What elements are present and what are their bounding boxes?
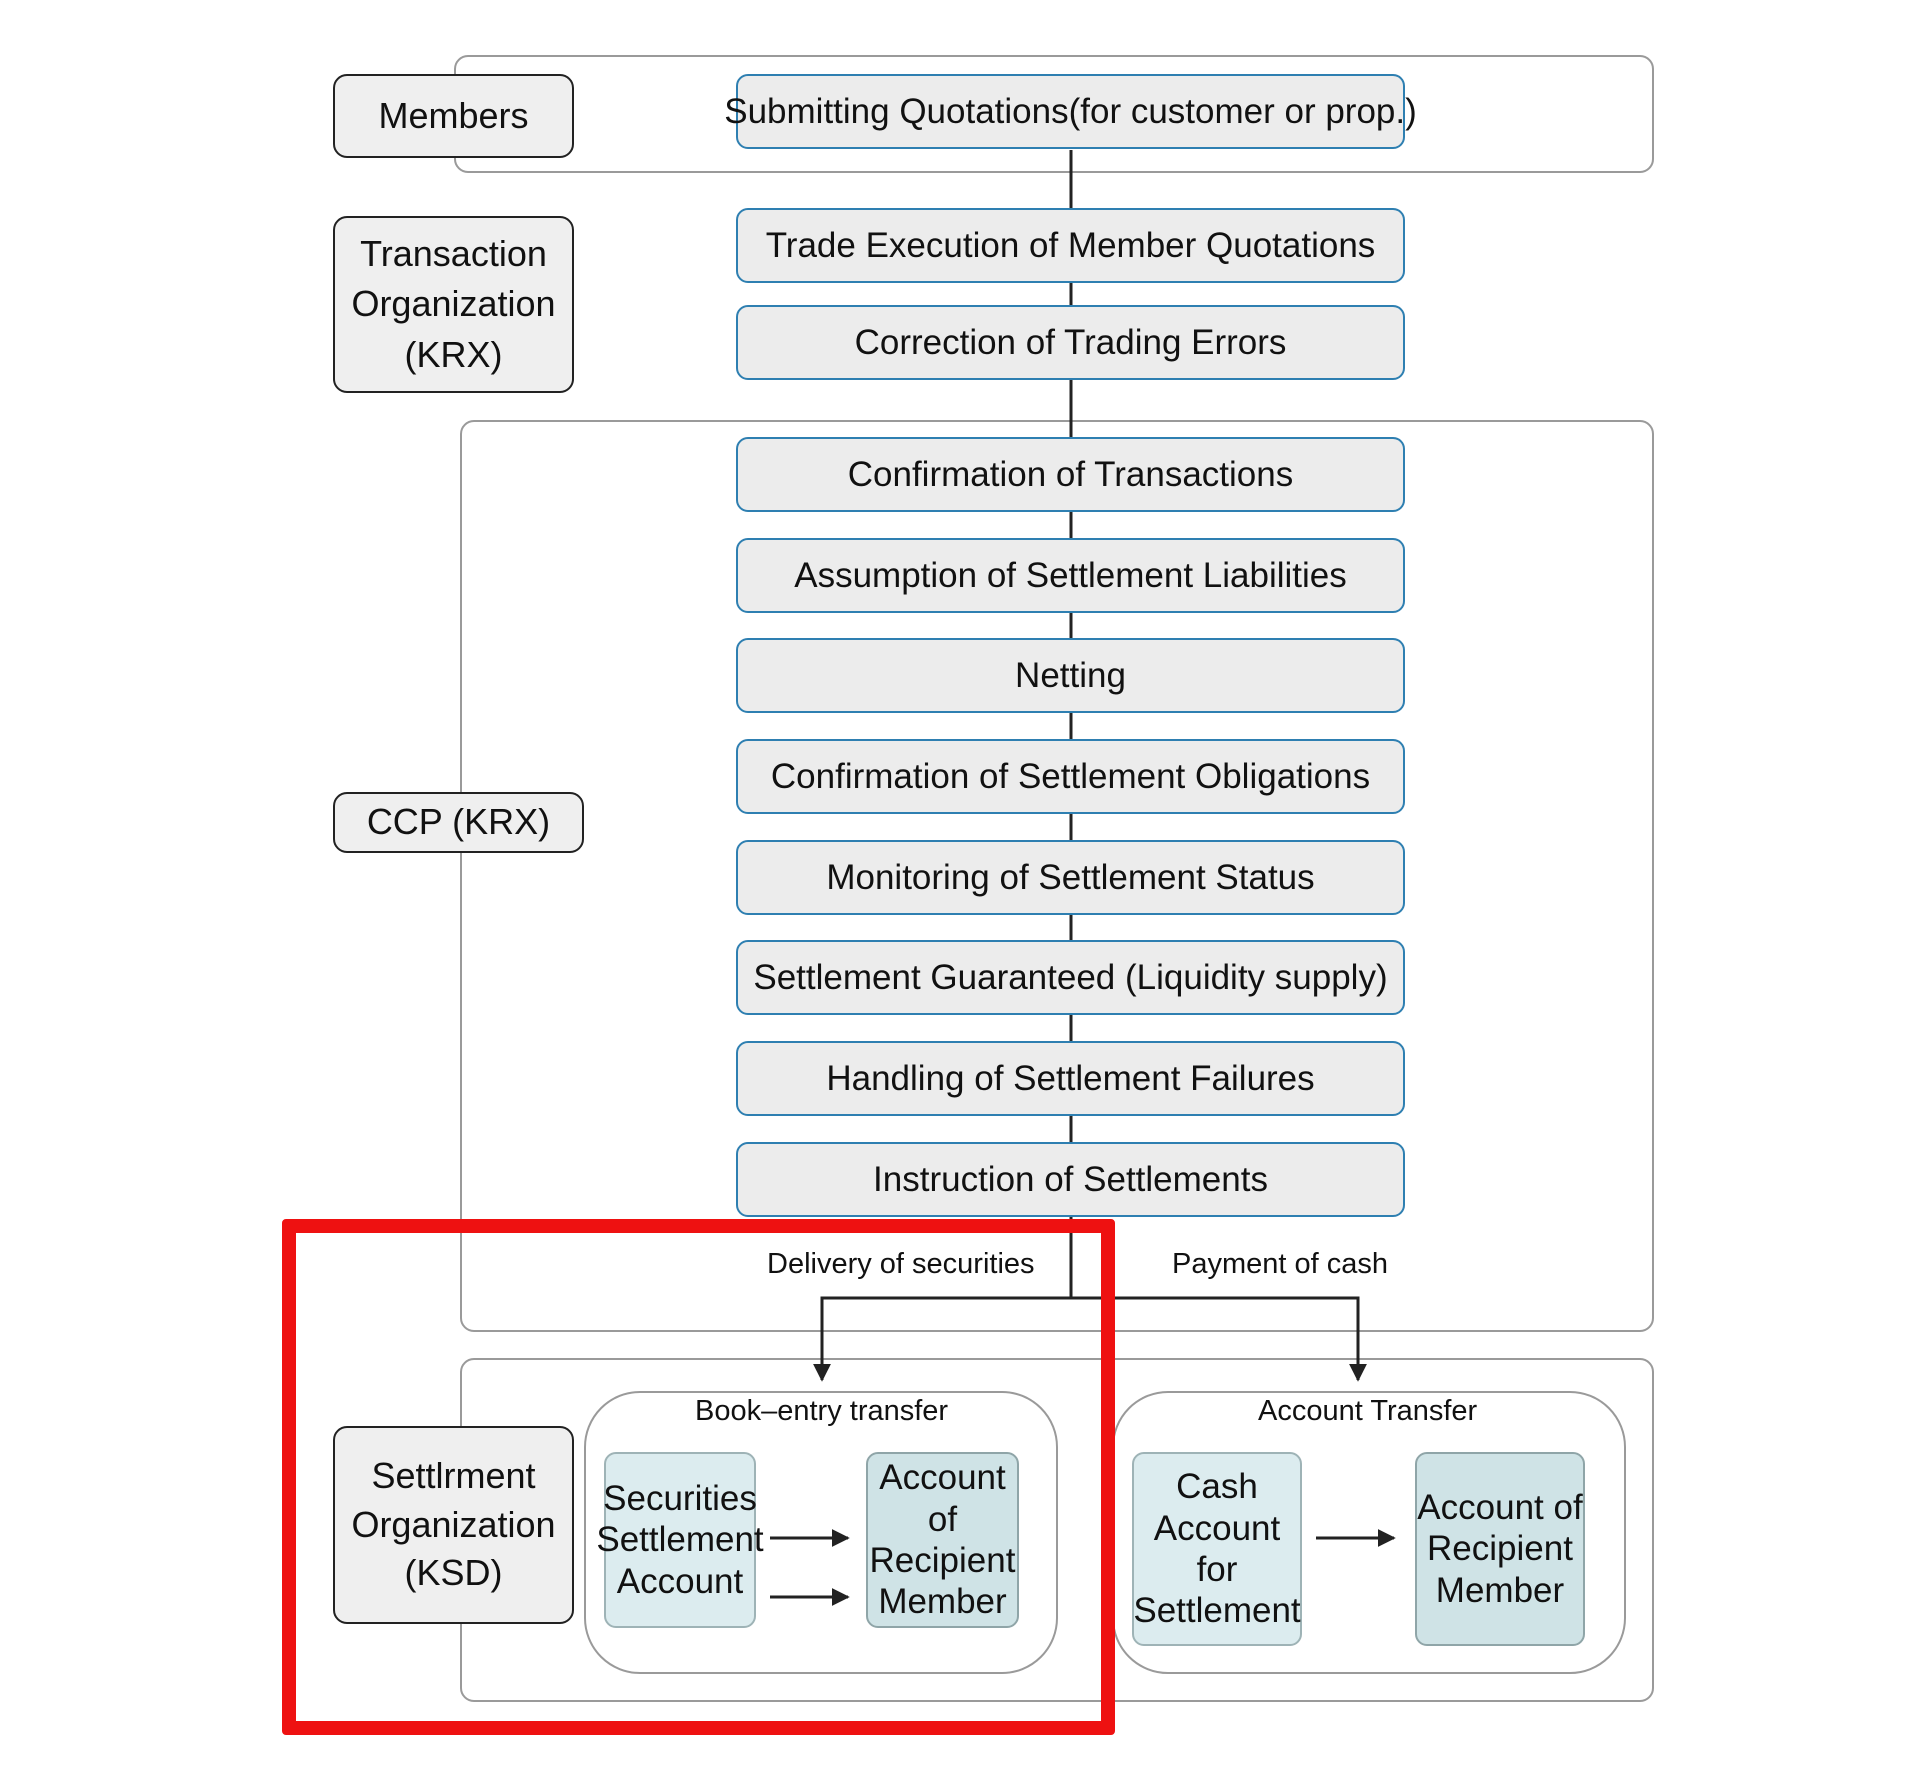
- transaction-organization-box: Transaction Organization (KRX): [333, 216, 574, 393]
- step-netting: Netting: [736, 638, 1405, 713]
- account-transfer-title: Account Transfer: [1258, 1395, 1478, 1427]
- step-assumption-of-settlement-liabilities: Assumption of Settlement Liabilities: [736, 538, 1405, 613]
- highlight-frame: [282, 1219, 1115, 1735]
- delivery-branch-line: [813, 1296, 1071, 1382]
- ccp-box: CCP (KRX): [333, 792, 584, 853]
- securities-settlement-account: Securities Settlement Account: [596, 1452, 764, 1628]
- cash-account-for-settlement: Cash Account for Settlement: [1132, 1452, 1302, 1646]
- book-entry-transfer-title: Book–entry transfer: [695, 1395, 949, 1427]
- step-submitting-quotations: Submitting Quotations(for customer or pr…: [724, 74, 1417, 149]
- step-correction-of-trading-errors: Correction of Trading Errors: [736, 305, 1405, 380]
- book-entry-recipient-member-account: Account of Recipient Member: [866, 1452, 1019, 1628]
- payment-branch-line: [1071, 1296, 1367, 1382]
- step-confirmation-of-transactions: Confirmation of Transactions: [736, 437, 1405, 512]
- step-settlement-guaranteed: Settlement Guaranteed (Liquidity supply): [736, 940, 1405, 1015]
- step-handling-of-settlement-failures: Handling of Settlement Failures: [736, 1041, 1405, 1116]
- step-monitoring-of-settlement-status: Monitoring of Settlement Status: [736, 840, 1405, 915]
- delivery-of-securities-label: Delivery of securities: [767, 1248, 1035, 1280]
- step-confirmation-of-settlement-obligations: Confirmation of Settlement Obligations: [736, 739, 1405, 814]
- step-instruction-of-settlements: Instruction of Settlements: [736, 1142, 1405, 1217]
- payment-of-cash-label: Payment of cash: [1172, 1248, 1388, 1280]
- settlement-organization-box: Settlrment Organization (KSD): [333, 1426, 574, 1624]
- members-box: Members: [333, 74, 574, 158]
- step-trade-execution: Trade Execution of Member Quotations: [736, 208, 1405, 283]
- cash-recipient-member-account: Account of Recipient Member: [1415, 1452, 1585, 1646]
